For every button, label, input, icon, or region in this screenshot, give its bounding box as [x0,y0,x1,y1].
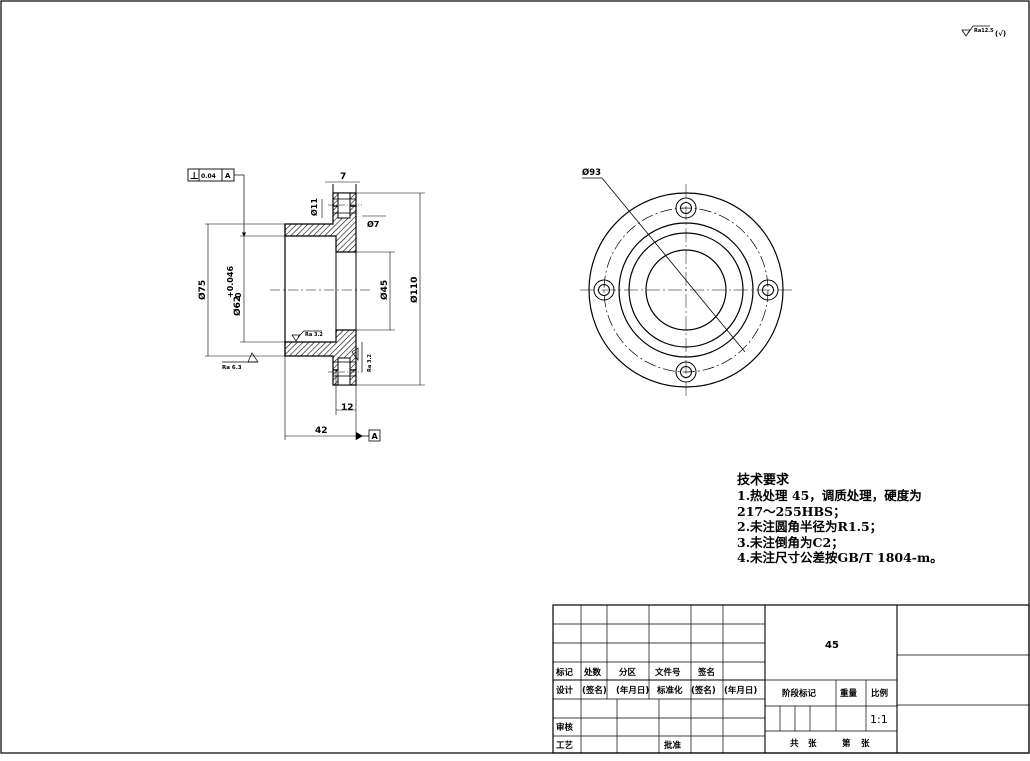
tb-zhongliang: 重量 [840,688,858,699]
tech-note-line: 2.未注圆角半径为R1.5； [737,519,883,535]
dim-bore-tol-upper: +0.046 [226,266,235,298]
dim-flange-thickness: 12 [341,403,354,413]
tb-jieduan: 阶段标记 [782,688,817,699]
tb-bili: 比例 [871,688,889,699]
roughness-flange: Ra 3.2 [351,342,373,372]
title-block-text: 45 标记 处数 分区 文件号 签名 设计 (签名) (年月日) 标准化 (签名… [555,640,889,751]
tb-wenjianhao: 文件号 [655,667,681,678]
tech-note-line: 1.热处理 45，调质处理，硬度为 [737,488,922,504]
roughness-flange-text: Ra 3.2 [367,354,373,372]
datum-a-label: A [372,432,379,441]
front-view: Ø93 [580,167,792,396]
dim-top-flange: 7 [340,172,346,182]
roughness-outer-text: Ra 6.3 [222,365,242,371]
tech-note-line: 217～255HBS； [737,503,846,519]
title-block [552,604,1030,754]
tb-biaozhunhua: 标准化 [656,685,683,696]
material-label: 45 [825,640,839,651]
tb-di: 第 [842,738,851,749]
gdt-datum: A [225,172,231,180]
roughness-inner-text: Ra 3.2 [305,332,323,338]
pcd-label: Ø93 [582,167,601,178]
gdt-symbol: ⊥ [190,171,199,182]
tb-gongyi: 工艺 [556,740,574,751]
gdt-frame: ⊥ 0.04 A [187,168,247,237]
gdt-tolerance: 0.04 [201,173,216,180]
surface-finish-text: Ra12.5 [974,28,994,34]
dim-counterbore-dia: Ø7 [367,219,379,229]
tb-nianyueri: (年月日) [616,685,649,696]
tb-qianming-2: (签名) [582,685,607,696]
tb-chushu: 处数 [583,667,602,678]
tb-nianyueri-2: (年月日) [724,685,757,696]
dim-total-length: 42 [315,426,328,436]
dim-flange-dia: Ø110 [409,277,420,303]
tb-scale: 1:1 [870,713,888,726]
tech-notes: 技术要求 1.热处理 45，调质处理，硬度为 217～255HBS； 2.未注圆… [737,473,943,565]
tech-note-line: 3.未注倒角为C2； [737,534,844,550]
roughness-inner: Ra 3.2 [291,330,323,342]
tb-qianming-3: (签名) [691,685,716,696]
dim-bore-dia: Ø62 [232,296,243,316]
dim-inner-dia: Ø45 [379,280,390,300]
tech-note-line: 4.未注尺寸公差按GB/T 1804-m。 [737,550,943,566]
tb-gong: 共 [790,738,799,749]
tb-shenhe: 审核 [556,722,574,733]
tb-zhang-1: 张 [808,739,817,749]
section-view: 7 Ø11 Ø7 Ø75 Ø62 +0.046 0 Ø45 Ø110 12 42… [187,168,425,442]
dim-hole-dia: Ø11 [309,198,319,216]
tb-biaoji: 标记 [555,667,574,678]
tb-zhang-2: 张 [861,739,870,749]
surface-finish-symbol: Ra12.5 (√) [961,25,1006,38]
tech-notes-title: 技术要求 [737,473,790,488]
tb-qianming: 签名 [697,667,715,678]
tb-pizhun: 批准 [664,740,682,751]
roughness-outer: Ra 6.3 [222,352,259,371]
tb-fenqu: 分区 [619,667,637,678]
tb-sheji: 设计 [556,685,574,696]
surface-finish-suffix: (√) [995,30,1006,38]
dim-outer-dia: Ø75 [197,280,208,300]
dim-bore-tol-lower: 0 [234,292,243,298]
